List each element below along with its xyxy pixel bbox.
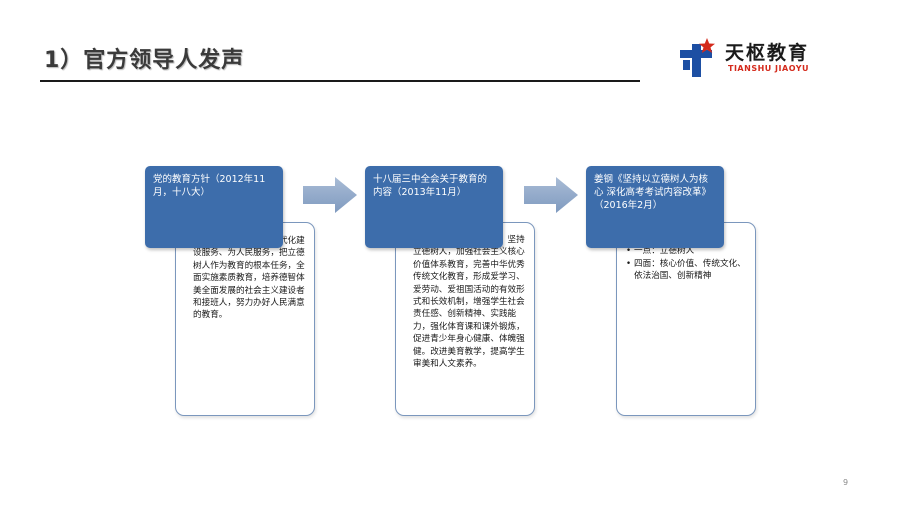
logo-emblem-icon bbox=[680, 38, 715, 77]
step-3-body: “一点四面” 一点：立德树人 四面：核心价值、传统文化、依法治国、创新精神 bbox=[616, 222, 756, 416]
step-2-bullets: 全面贯彻党的教育方针，坚持立德树人，加强社会主义核心价值体系教育，完善中华优秀传… bbox=[405, 234, 525, 370]
slide-title: 1）官方领导人发声 bbox=[44, 48, 245, 73]
step-1-bullets: 坚持教育为社会主义现代化建设服务、为人民服务，把立德树人作为教育的根本任务，全面… bbox=[185, 235, 305, 322]
step-1-bullet: 坚持教育为社会主义现代化建设服务、为人民服务，把立德树人作为教育的根本任务，全面… bbox=[185, 235, 305, 322]
arrow-right-icon bbox=[303, 177, 357, 213]
step-2-header-text: 十八届三中全会关于教育的内容（2013年11月） bbox=[373, 174, 488, 198]
step-1-header: 党的教育方针（2012年11月，十八大） bbox=[145, 166, 283, 248]
brand-logo: 天枢教育 TIANSHU JIAOYU bbox=[677, 36, 837, 80]
logo-brand-cn: 天枢教育 bbox=[725, 42, 810, 64]
logo-brand-en: TIANSHU JIAOYU bbox=[728, 64, 810, 73]
step-1-header-text: 党的教育方针（2012年11月，十八大） bbox=[153, 174, 266, 198]
step-2-header: 十八届三中全会关于教育的内容（2013年11月） bbox=[365, 166, 503, 248]
step-3-header: 姜钢《坚持以立德树人为核心 深化高考考试内容改革》（2016年2月） bbox=[586, 166, 724, 248]
arrow-right-icon bbox=[524, 177, 578, 213]
step-2-bullet: 全面贯彻党的教育方针，坚持立德树人，加强社会主义核心价值体系教育，完善中华优秀传… bbox=[405, 234, 525, 370]
step-3-bullet-3: 四面：核心价值、传统文化、依法治国、创新精神 bbox=[626, 258, 746, 283]
step-3-header-text: 姜钢《坚持以立德树人为核心 深化高考考试内容改革》（2016年2月） bbox=[594, 174, 712, 211]
page-number: 9 bbox=[843, 478, 849, 487]
step-1-body: 坚持教育为社会主义现代化建设服务、为人民服务，把立德树人作为教育的根本任务，全面… bbox=[175, 222, 315, 416]
step-2-body: 全面贯彻党的教育方针，坚持立德树人，加强社会主义核心价值体系教育，完善中华优秀传… bbox=[395, 222, 535, 416]
step-3-bullet-2: 一点：立德树人 bbox=[626, 245, 746, 258]
title-underline bbox=[40, 80, 640, 82]
